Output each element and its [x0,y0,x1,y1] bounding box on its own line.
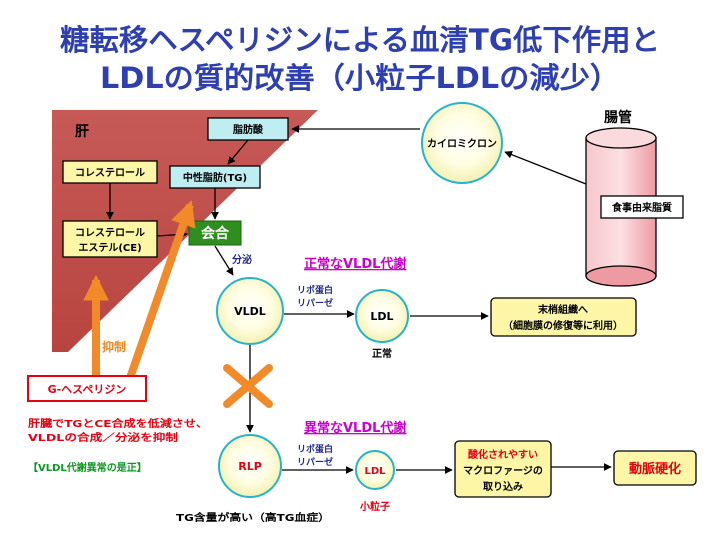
ce-label-line1: コレステロール [75,227,145,239]
assembly-label: 会合 [201,225,230,242]
block-cross-icon [223,364,273,408]
normal-lipase-line1: リポ蛋白 [297,284,333,296]
ldl-small-circle [355,450,395,490]
title-line-2: LDLの質的改善（小粒子LDLの減少） [100,61,620,95]
hesperidin-label: G-ヘスペリジン [48,383,127,396]
title-line-1: 糖転移ヘスペリジンによる血清TG低下作用と [60,23,660,57]
arrow-intestine-to-chylomicron [504,150,587,185]
chylomicron-circle [421,102,503,184]
ldl-normal-circle [355,289,409,343]
dietary-fat-box [600,195,684,219]
peripheral-tissue-box [490,297,637,337]
rlp-circle [218,434,282,498]
oxidation-line3: 取り込み [483,480,523,493]
normal-lipase-line2: リパーゼ [297,297,333,309]
ldl-small-caption: 小粒子 [359,500,390,513]
inhibit-label: 抑制 [102,339,126,354]
atherosclerosis-box [613,450,697,486]
assembly-box [188,220,242,246]
rlp-label: RLP [238,460,262,473]
cholesterol-label: コレステロール [75,167,145,179]
abnormal-lipase-line1: リポ蛋白 [297,443,333,455]
abnormal-lipase-line2: リパーゼ [297,456,333,468]
liver-label: 肝 [75,124,89,140]
abnormal-vldl-heading: 異常なVLDL代謝 [304,420,406,436]
inhibit-arrow-to-assembly [126,200,196,380]
cholesterol-ester-box [62,220,158,258]
dietary-fat-label: 食事由来脂質 [611,201,672,214]
ldl-normal-caption: 正常 [372,347,392,360]
ldl-small-label: LDL [364,466,386,477]
hesperidin-effect-line2: VLDLの合成／分泌を抑制 [28,431,178,444]
tg-label: 中性脂肪(TG) [183,171,247,184]
rlp-caption: TG含量が高い（高TG血症） [176,511,330,524]
hesperidin-effect-line1: 肝臓でTGとCE合成を低減させ、 [28,417,208,430]
arrow-fatty-acid-to-tg [227,139,249,165]
fatty-acid-label: 脂肪酸 [232,123,264,136]
ce-label-line2: エステル(CE) [78,242,141,254]
hesperidin-box [27,375,147,402]
oxidation-line2: マクロファージの [463,465,543,477]
ldl-normal-label: LDL [370,310,393,323]
vldl-label: VLDL [234,305,266,318]
peripheral-line1: 末梢組織へ [538,303,588,316]
vldl-circle [216,277,284,345]
peripheral-line2: （細胞膜の修復等に利用） [503,319,623,332]
oxidation-line1: 酸化されやすい [468,448,538,461]
atherosclerosis-label: 動脈硬化 [629,461,681,477]
intestine-label: 腸管 [604,109,632,126]
arrow-assembly-to-vldl [214,245,234,276]
oxidation-box [454,440,552,498]
secretion-label: 分泌 [232,253,252,266]
normal-vldl-heading: 正常なVLDL代謝 [304,256,406,272]
hesperidin-correction: 【VLDL代謝異常の是正】 [28,461,147,474]
chylomicron-label: カイロミクロン [427,138,497,150]
